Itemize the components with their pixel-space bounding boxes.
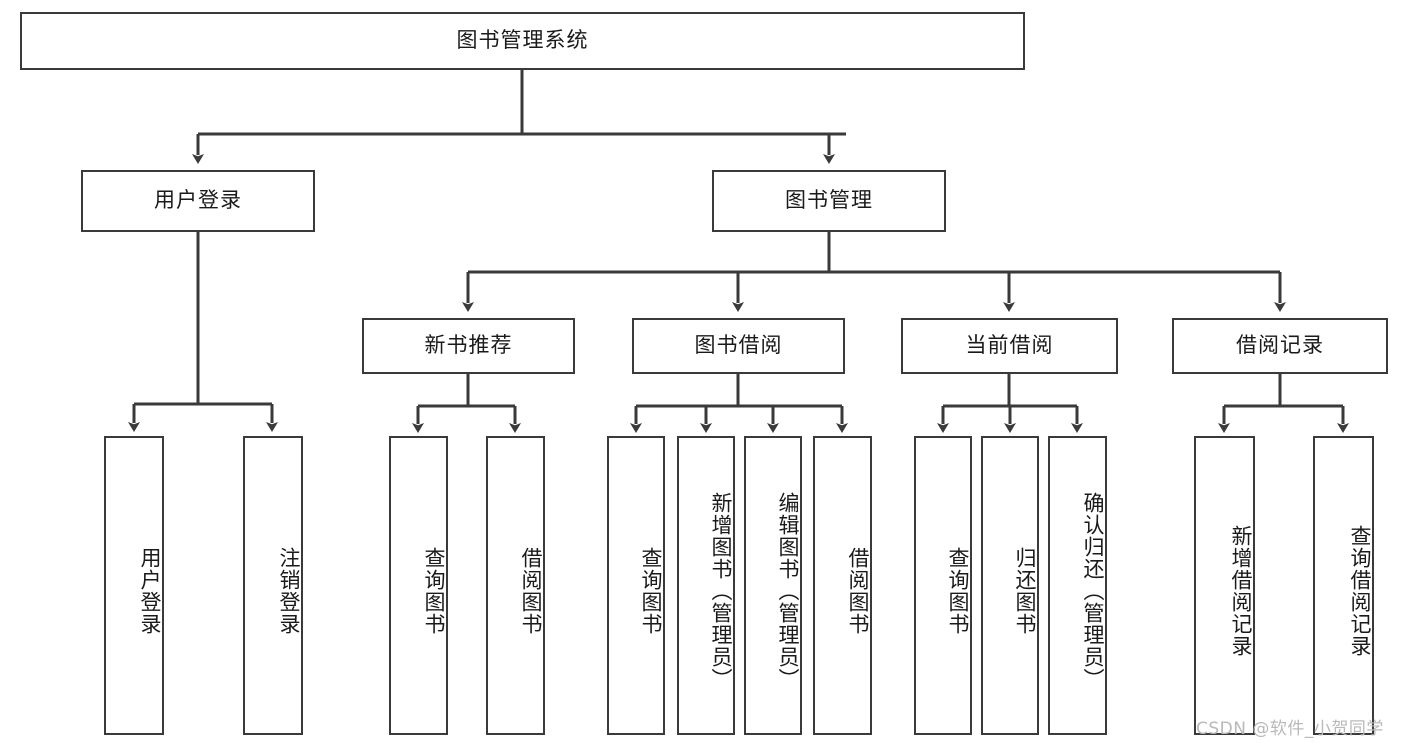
node-label: 查询借阅记录 [1348,524,1372,657]
leaf-borrow-book[interactable]: 借阅图书 [813,436,872,735]
node-borrow-record[interactable]: 借阅记录 [1172,318,1388,374]
leaf-return-book[interactable]: 归还图书 [981,436,1039,735]
csdn-watermark: CSDN @软件_小贺同学 [1196,719,1384,739]
node-label: 确认归还（管理员） [1081,491,1105,690]
leaf-user-login[interactable]: 用户登录 [104,436,164,735]
node-label: 新书推荐 [424,333,513,358]
node-label: 借阅记录 [1236,333,1324,358]
node-label: 图书管理系统 [456,28,589,53]
node-new-book-recommend[interactable]: 新书推荐 [362,318,575,374]
node-label: 当前借阅 [965,333,1054,358]
node-label: 借阅图书 [846,546,870,635]
node-current-borrow[interactable]: 当前借阅 [901,318,1118,374]
node-label: 注销登录 [277,546,301,635]
leaf-query-book-current[interactable]: 查询图书 [914,436,972,735]
leaf-add-book-admin[interactable]: 新增图书（管理员） [677,436,735,735]
node-label: 查询图书 [422,546,446,635]
leaf-add-borrow-record[interactable]: 新增借阅记录 [1194,436,1255,735]
node-label: 新增借阅记录 [1229,524,1253,657]
node-label: 新增图书（管理员） [709,491,733,690]
leaf-logout-login[interactable]: 注销登录 [243,436,303,735]
leaf-confirm-return-admin[interactable]: 确认归还（管理员） [1048,436,1107,735]
leaf-query-borrow-record[interactable]: 查询借阅记录 [1313,436,1374,735]
node-label: 查询图书 [639,546,663,635]
node-user-login[interactable]: 用户登录 [81,170,315,232]
node-label: 归还图书 [1013,546,1037,635]
node-label: 图书管理 [785,188,873,213]
node-root[interactable]: 图书管理系统 [20,12,1025,70]
node-label: 编辑图书（管理员） [776,491,800,690]
node-label: 借阅图书 [519,546,543,635]
node-book-management[interactable]: 图书管理 [712,170,946,232]
leaf-edit-book-admin[interactable]: 编辑图书（管理员） [744,436,802,735]
leaf-query-book-borrow[interactable]: 查询图书 [607,436,665,735]
leaf-borrow-book-new[interactable]: 借阅图书 [486,436,545,735]
node-label: 用户登录 [154,188,242,213]
leaf-query-book-new[interactable]: 查询图书 [389,436,448,735]
node-label: 查询图书 [946,546,970,635]
node-label: 图书借阅 [694,333,783,358]
node-book-borrow[interactable]: 图书借阅 [632,318,845,374]
node-label: 用户登录 [138,546,162,635]
